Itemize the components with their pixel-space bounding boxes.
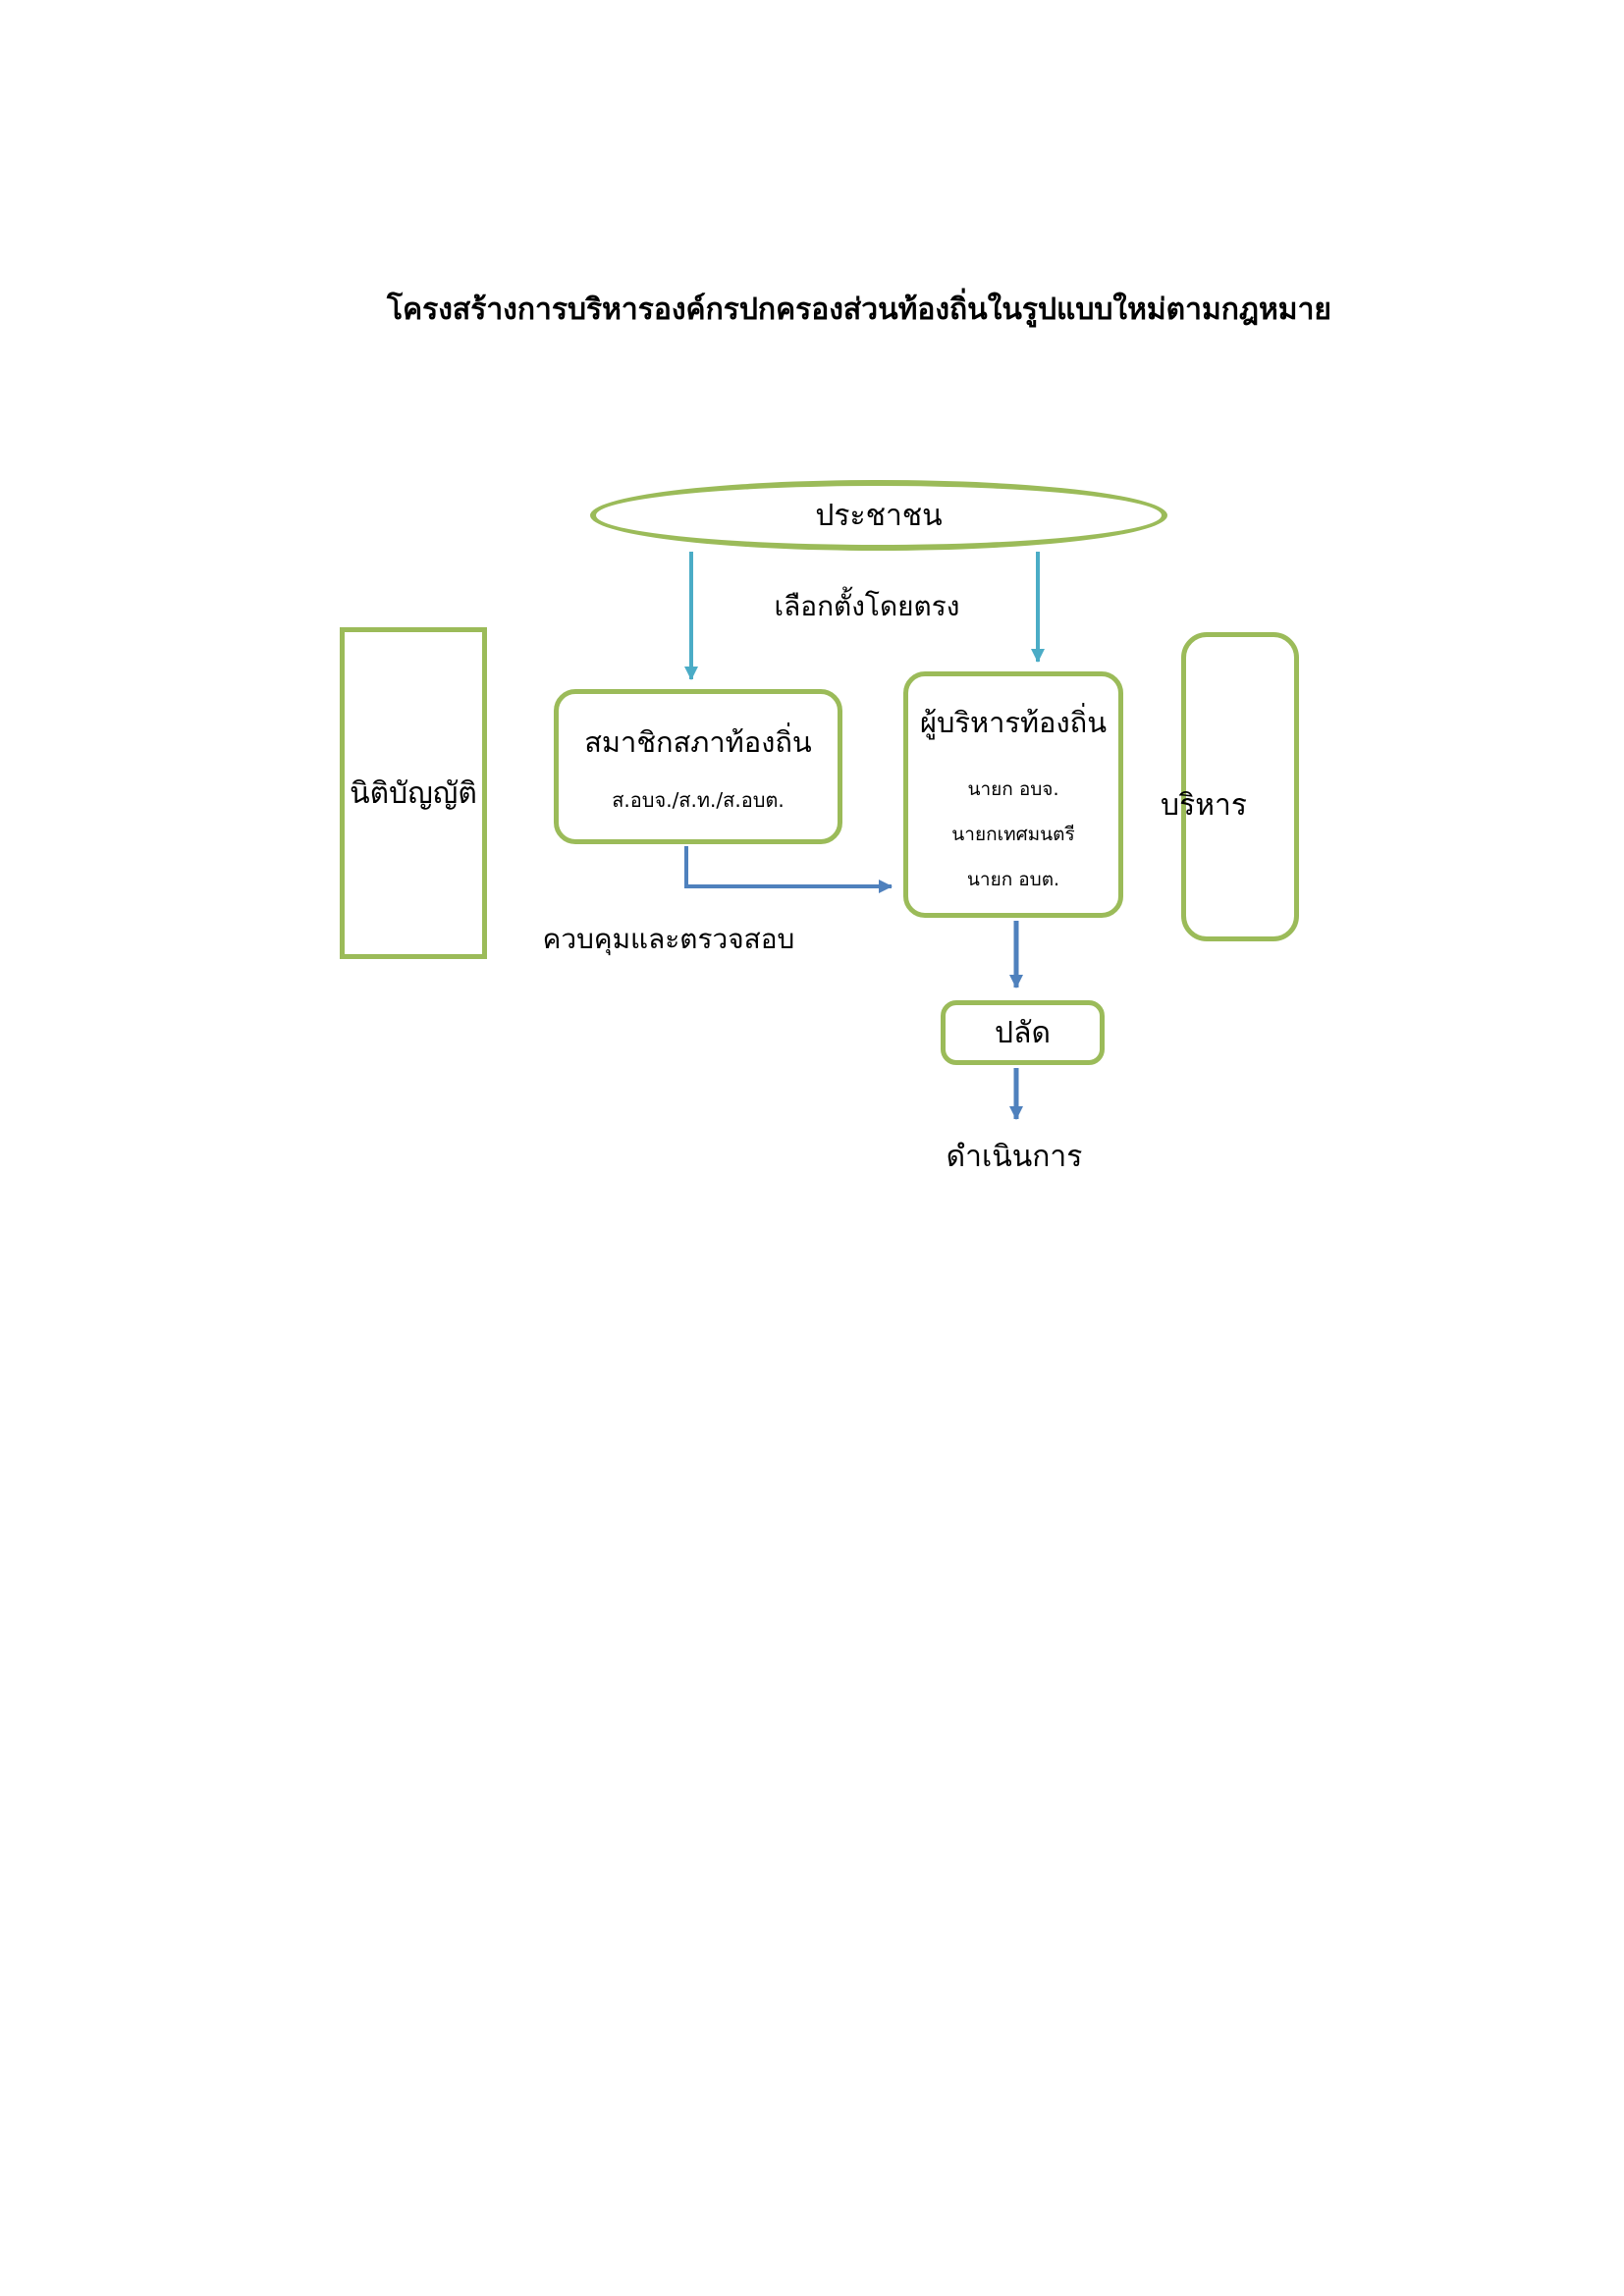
- executive-positions-list: นายก อบจ. นายกเทศมนตรี นายก อบต.: [951, 767, 1074, 902]
- council-subtitle: ส.อบจ./ส.ท./ส.อบต.: [612, 788, 785, 812]
- legislative-label: นิติบัญญัติ: [350, 775, 477, 811]
- legislative-box: นิติบัญญัติ: [340, 627, 487, 959]
- executive-title: ผู้บริหารท้องถิ่น: [919, 706, 1108, 739]
- council-title: สมาชิกสภาท้องถิ่น: [584, 725, 812, 759]
- executive-line-nayok-obj: นายก อบจ.: [967, 778, 1059, 800]
- page-title: โครงสร้างการบริหารองค์กรปกครองส่วนท้องถิ…: [386, 293, 1332, 327]
- clerk-box: ปลัด: [941, 1000, 1105, 1065]
- operate-label: ดำเนินการ: [946, 1140, 1083, 1174]
- people-label: ประชาชน: [815, 498, 943, 533]
- administration-label: บริหาร: [1161, 788, 1247, 823]
- control-audit-arrow: [684, 846, 893, 893]
- control-audit-label: ควบคุมและตรวจสอบ: [542, 923, 795, 955]
- clerk-label: ปลัด: [995, 1015, 1051, 1050]
- direct-election-label: เลือกตั้งโดยตรง: [774, 590, 960, 622]
- executive-line-nayok-obt: นายก อบต.: [966, 869, 1060, 890]
- executive-box: ผู้บริหารท้องถิ่น นายก อบจ. นายกเทศมนตรี…: [903, 671, 1123, 918]
- council-members-box: สมาชิกสภาท้องถิ่น ส.อบจ./ส.ท./ส.อบต.: [554, 689, 842, 844]
- executive-line-nayok-thesamontri: นายกเทศมนตรี: [951, 824, 1075, 845]
- administration-box: [1181, 632, 1299, 941]
- people-ellipse: ประชาชน: [590, 480, 1167, 551]
